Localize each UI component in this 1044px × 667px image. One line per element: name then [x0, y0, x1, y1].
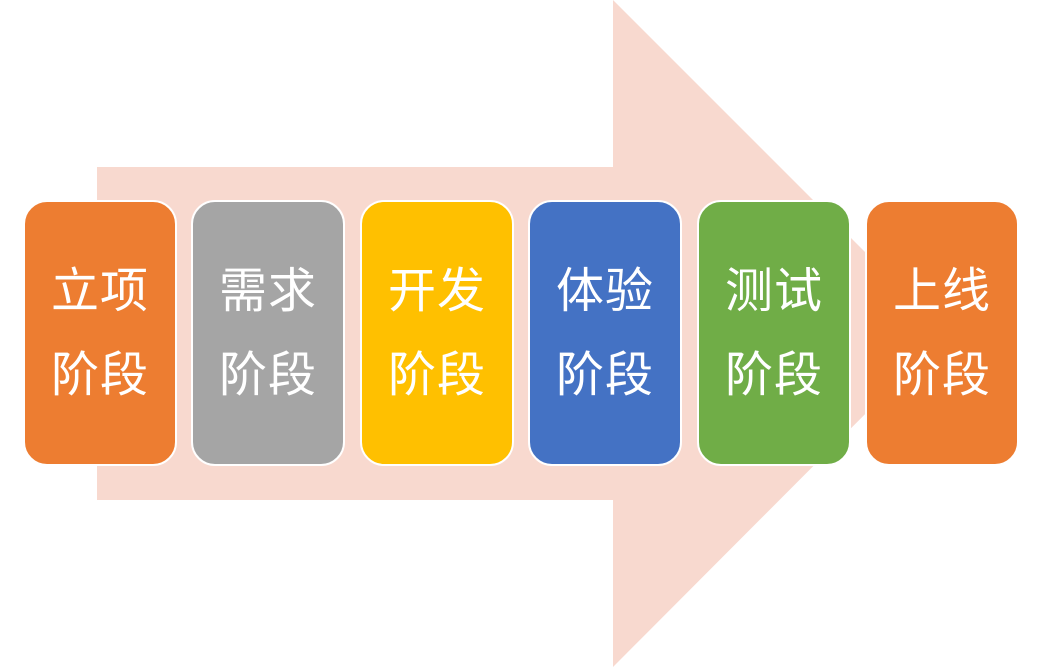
- stage-box-requirements: 需求 阶段: [191, 200, 345, 466]
- stage-label-line1: 测试: [724, 263, 823, 319]
- stage-box-testing: 测试 阶段: [697, 200, 851, 466]
- stage-label-line2: 阶段: [387, 347, 486, 403]
- stage-label-line2: 阶段: [218, 347, 317, 403]
- stage-box-launch: 上线 阶段: [865, 200, 1019, 466]
- stage-label-line2: 阶段: [892, 347, 991, 403]
- stage-label-line2: 阶段: [724, 347, 823, 403]
- arrow-shape: [97, 0, 946, 667]
- stage-label-line2: 阶段: [50, 347, 149, 403]
- stage-box-experience: 体验 阶段: [528, 200, 682, 466]
- stage-box-development: 开发 阶段: [360, 200, 514, 466]
- stage-label-line1: 立项: [50, 263, 149, 319]
- stage-label-line1: 体验: [555, 263, 654, 319]
- stage-label-line2: 阶段: [555, 347, 654, 403]
- stage-box-initiation: 立项 阶段: [23, 200, 177, 466]
- stage-label-line1: 开发: [387, 263, 486, 319]
- stage-label-line1: 上线: [892, 263, 991, 319]
- stage-label-line1: 需求: [218, 263, 317, 319]
